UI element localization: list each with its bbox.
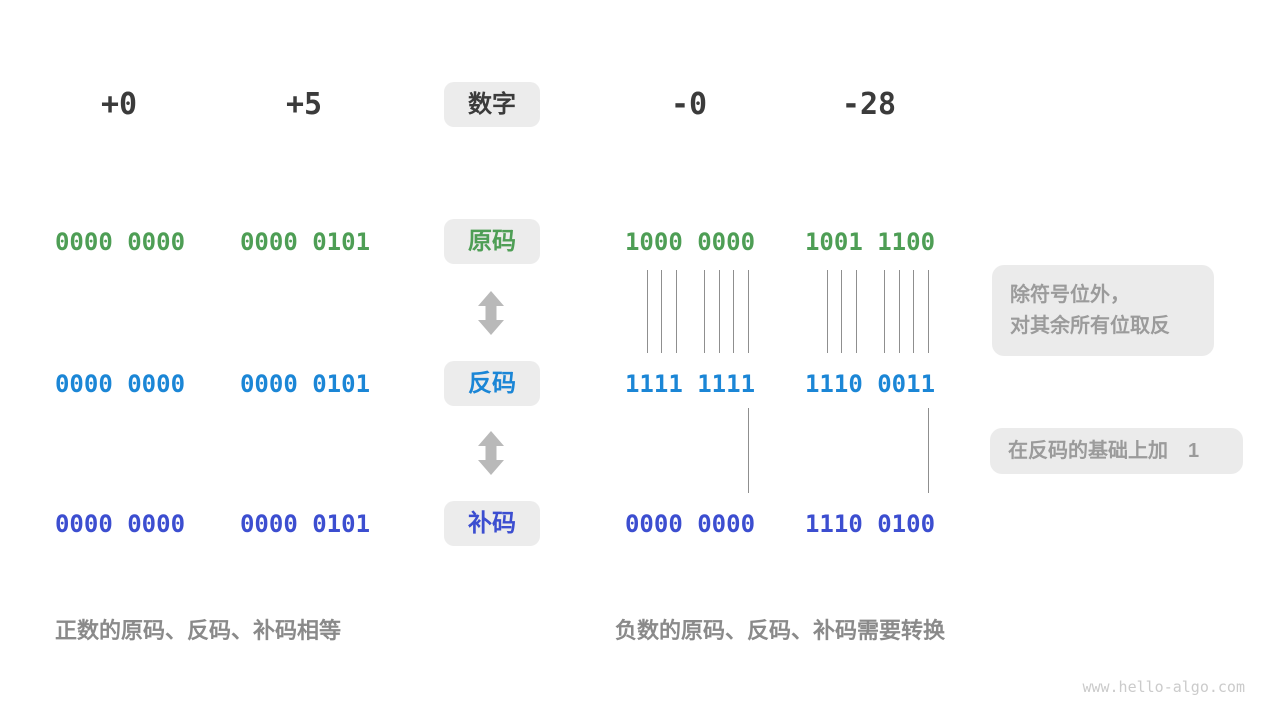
note-line: 除符号位外， [1010,284,1130,306]
twos-complement-label-box: 补码 [444,501,540,546]
bit-tick-line [747,270,749,353]
header-minus-0: -0 [670,87,708,122]
row-ones-complement: 0000 0000 0000 0101 反码 1111 1111 1110 00… [0,361,1280,406]
number-label-box: 数字 [444,82,540,127]
binary-value: 1110 0011 [804,370,936,398]
bit-tick-line [841,270,843,353]
binary-value: 0000 0000 [624,510,756,538]
bit-tick-line [927,270,929,353]
bit-tick-line [704,270,706,353]
bit-tick-line [884,270,886,353]
binary-value: 0000 0000 [54,510,186,538]
add-one-note: 在反码的基础上加 1 [990,428,1243,474]
header-plus-0: +0 [100,87,138,122]
bit-tick-line [898,270,900,353]
row-twos-complement: 0000 0000 0000 0101 补码 0000 0000 1110 01… [0,501,1280,546]
ones-complement-label-box: 反码 [444,361,540,406]
bit-tick-line [675,270,677,353]
bit-tick-line [855,270,857,353]
binary-value: 1111 1111 [624,370,756,398]
positive-numbers-caption: 正数的原码、反码、补码相等 [55,618,342,643]
header-row: +0 +5 数字 -0 -28 [0,82,1280,127]
double-arrow-icon [476,431,506,475]
negative-numbers-caption: 负数的原码、反码、补码需要转换 [615,618,946,643]
bit-tick-line [747,408,749,493]
header-minus-28: -28 [841,87,897,122]
header-plus-5: +5 [285,87,323,122]
bit-tick-line [913,270,915,353]
binary-value: 0000 0101 [239,228,371,256]
binary-value: 1110 0100 [804,510,936,538]
sign-magnitude-label-box: 原码 [444,219,540,264]
binary-value: 0000 0000 [54,370,186,398]
bit-tick-line [661,270,663,353]
row-sign-magnitude: 0000 0000 0000 0101 原码 1000 0000 1001 11… [0,219,1280,264]
binary-value: 1001 1100 [804,228,936,256]
note-line: 在反码的基础上加 1 [1008,440,1200,462]
bit-tick-line [826,270,828,353]
bit-tick-line [733,270,735,353]
bit-tick-line [718,270,720,353]
watermark: www.hello-algo.com [1082,678,1245,696]
binary-value: 1000 0000 [624,228,756,256]
binary-value: 0000 0000 [54,228,186,256]
bit-tick-line [927,408,929,493]
double-arrow-icon [476,291,506,335]
note-line: 对其余所有位取反 [1010,315,1170,337]
binary-value: 0000 0101 [239,370,371,398]
binary-value: 0000 0101 [239,510,371,538]
invert-bits-note: 除符号位外， 对其余所有位取反 [992,265,1214,356]
bit-tick-line [646,270,648,353]
